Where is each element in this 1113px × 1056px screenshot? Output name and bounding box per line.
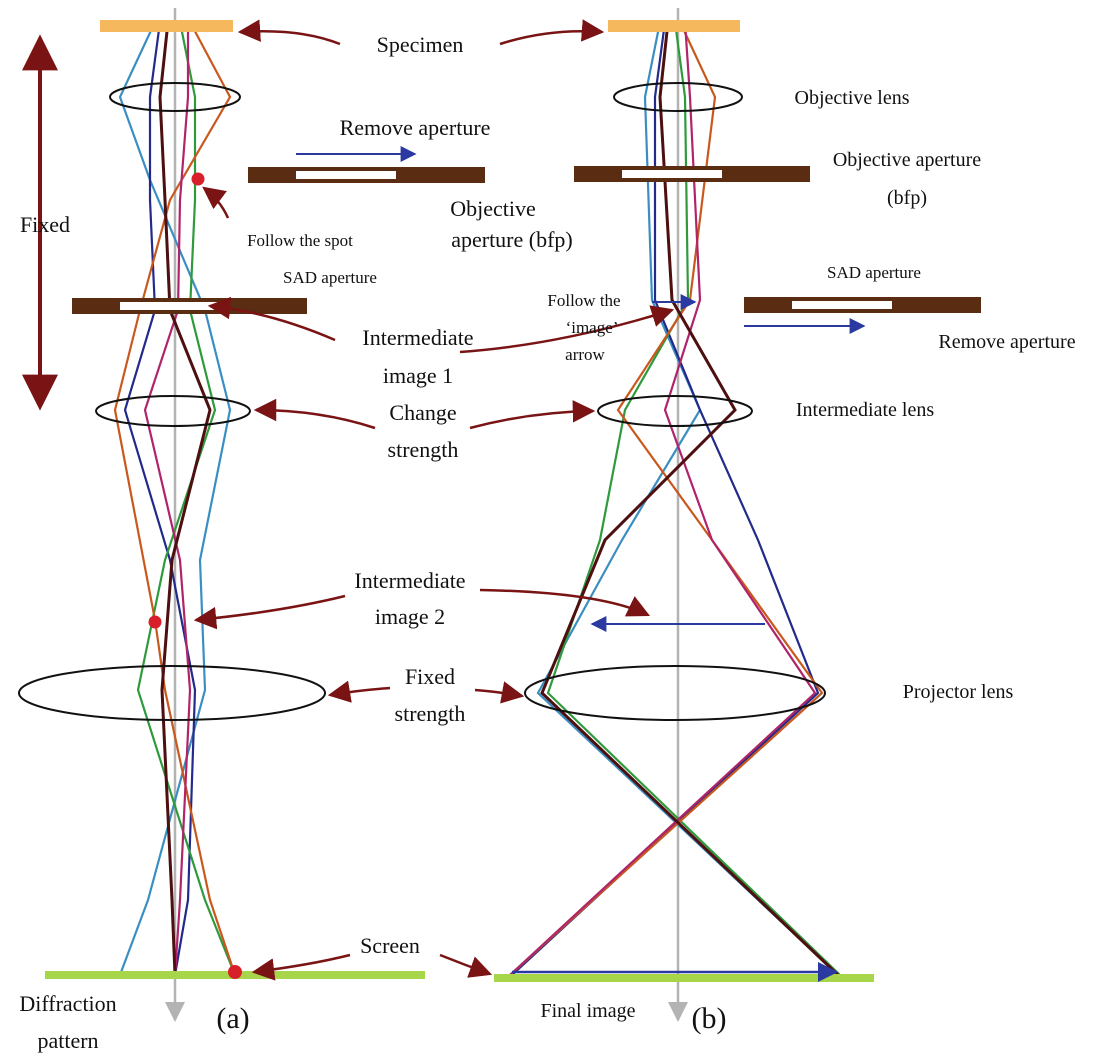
label-follow-image-2: ‘image’: [566, 318, 619, 337]
spot-objective-aperture: [191, 172, 205, 186]
specimen-arrow-a: [237, 19, 341, 46]
ray-b-magenta: [509, 21, 817, 976]
change-strength-arrow-b: [469, 400, 596, 430]
intermediate-lens-a: [95, 395, 251, 427]
rays-a: [113, 21, 237, 976]
label-projector-lens: Projector lens: [903, 681, 1014, 703]
objective-aperture-b-opening: [622, 170, 722, 178]
label-fixed: Fixed: [20, 212, 70, 237]
label-remove-aperture-b: Remove aperture: [938, 331, 1075, 353]
ray-b-darkred: [540, 21, 840, 977]
label-remove-aperture-a: Remove aperture: [340, 115, 491, 140]
label-follow-spot: Follow the spot: [247, 231, 353, 250]
label-objective-aperture-a-1: Objective: [450, 196, 536, 221]
label-intermediate-image2-1: Intermediate: [354, 568, 465, 593]
specimen-b: [608, 20, 740, 32]
intermediate-lens-b: [597, 395, 753, 427]
label-final-image: Final image: [541, 1000, 636, 1022]
label-objective-lens: Objective lens: [795, 87, 910, 109]
label-objective-aperture-b-2: (bfp): [887, 187, 927, 209]
label-intermediate-image1-2: image 1: [383, 363, 453, 388]
sad-aperture-a-opening: [120, 302, 230, 310]
objective-lens-a: [109, 82, 241, 112]
objective-aperture-a-opening: [296, 171, 396, 179]
ray-a-magenta: [143, 22, 192, 976]
label-fixed-strength-2: strength: [395, 701, 466, 726]
intermediate-image1-arrow-a: [207, 296, 336, 342]
label-change-strength-2: strength: [388, 437, 459, 462]
change-strength-arrow-a: [253, 398, 376, 430]
label-panel-a: (a): [216, 1002, 249, 1035]
ray-a-blue: [118, 21, 232, 976]
projector-lens-a: [18, 665, 326, 721]
specimen-a: [100, 20, 233, 32]
label-diffraction-pattern-2: pattern: [37, 1028, 98, 1053]
ray-b-navy: [511, 21, 820, 976]
objective-lens-b: [613, 82, 743, 112]
ray-b-orange: [509, 21, 824, 976]
label-change-strength-1: Change: [389, 400, 456, 425]
spot-intermediate-image2: [148, 615, 162, 629]
specimen-arrow-b: [499, 19, 605, 46]
ray-a-orange: [113, 21, 237, 976]
rays-b: [509, 21, 841, 977]
label-follow-image-1: Follow the: [547, 291, 620, 310]
sad-aperture-b-opening: [792, 301, 892, 309]
label-intermediate-lens: Intermediate lens: [796, 399, 934, 421]
ray-a-navy: [123, 21, 197, 976]
label-intermediate-image2-2: image 2: [375, 604, 445, 629]
label-sad-aperture-a: SAD aperture: [283, 268, 377, 287]
ray-a-darkred: [158, 21, 212, 976]
labels: Specimen Fixed Remove aperture Follow th…: [19, 32, 1075, 1053]
screen-arrow-a: [251, 953, 351, 981]
follow-spot-arrow: [202, 186, 230, 219]
projector-lens-b: [524, 665, 826, 721]
screen-arrow-b: [439, 953, 493, 978]
label-objective-aperture-b-1: Objective aperture: [833, 149, 981, 171]
label-specimen: Specimen: [377, 32, 464, 57]
fixed-strength-arrow-b: [474, 681, 525, 704]
screen-b: [494, 974, 874, 982]
panel-b: [494, 8, 981, 1022]
label-intermediate-image1-1: Intermediate: [362, 325, 473, 350]
label-follow-image-3: arrow: [565, 345, 605, 364]
label-diffraction-pattern-1: Diffraction: [19, 991, 116, 1016]
label-panel-b: (b): [692, 1002, 727, 1035]
label-screen: Screen: [360, 933, 420, 958]
ray-b-green: [546, 21, 841, 976]
follow-image-arrow-b: [459, 305, 675, 354]
label-fixed-strength-1: Fixed: [405, 664, 455, 689]
intermediate-image2-arrow-a: [193, 594, 346, 630]
spot-screen: [228, 965, 242, 979]
fixed-strength-arrow-a: [327, 680, 391, 703]
annotation-arrows: [193, 19, 675, 981]
intermediate-image2-arrow-b2: [479, 588, 651, 617]
label-objective-aperture-a-2: aperture (bfp): [451, 227, 573, 252]
label-sad-aperture-b: SAD aperture: [827, 263, 921, 282]
panel-a: [18, 8, 485, 1022]
